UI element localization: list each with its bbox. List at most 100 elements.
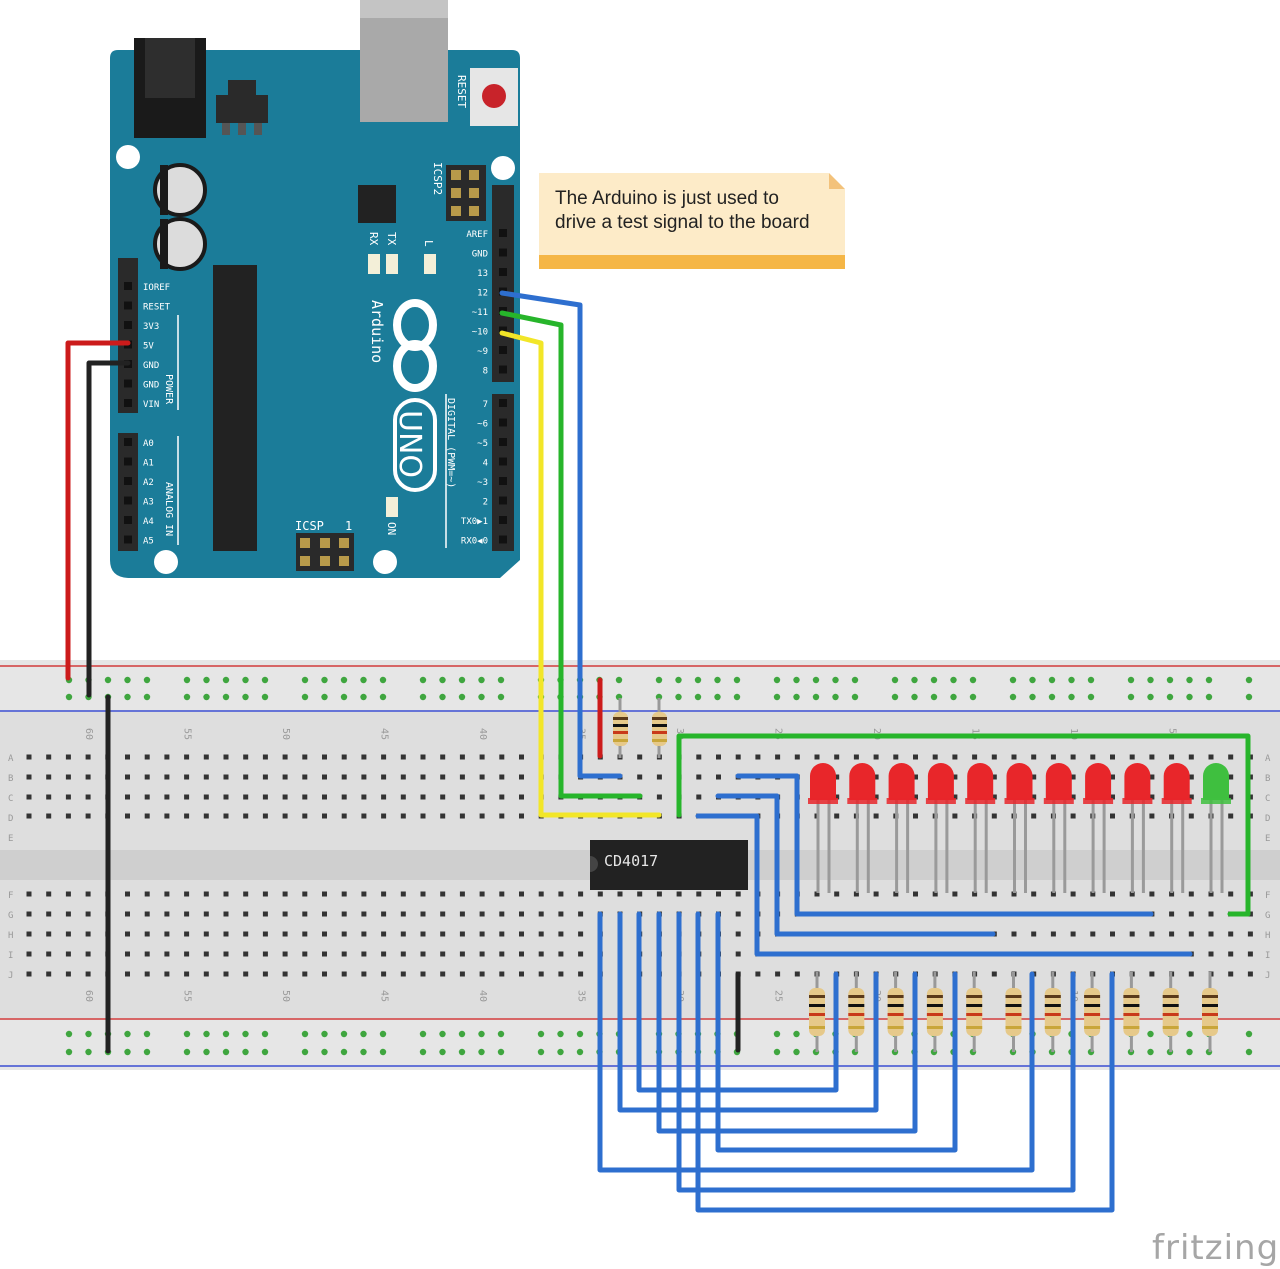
breadboard-hole: [341, 911, 347, 917]
header-pin: [499, 229, 507, 237]
breadboard-hole: [282, 931, 288, 937]
on-led: [386, 497, 398, 517]
breadboard-hole: [873, 774, 879, 780]
blue-wire: [597, 911, 1035, 1173]
breadboard-hole: [125, 774, 130, 780]
rail-hole: [714, 676, 721, 684]
breadboard-hole: [558, 951, 564, 957]
rail-hole: [183, 1048, 191, 1056]
digital-pin-label: ~6: [477, 420, 488, 430]
breadboard-hole: [381, 931, 387, 937]
breadboard-hole: [361, 794, 367, 800]
breadboard-hole: [361, 911, 367, 917]
resistor-band: [1123, 1004, 1140, 1007]
breadboard-hole: [794, 754, 800, 760]
resistor-band: [966, 1004, 983, 1007]
rail-hole: [793, 676, 800, 684]
breadboard-hole: [381, 891, 387, 897]
breadboard-hole: [243, 754, 249, 760]
rail-hole: [321, 676, 328, 684]
breadboard-hole: [696, 754, 702, 760]
rail-hole: [1147, 1030, 1154, 1038]
led-rim: [925, 798, 956, 804]
breadboard-hole: [1247, 931, 1253, 937]
resistor-band: [1162, 1013, 1179, 1016]
breadboard-hole: [223, 971, 229, 977]
rail-hole: [222, 676, 230, 684]
breadboard-hole: [262, 911, 268, 917]
breadboard-hole: [1169, 891, 1175, 897]
breadboard-hole: [1228, 951, 1234, 957]
rail-hole: [85, 1030, 92, 1038]
atmega-chip: [213, 265, 257, 551]
breadboard-hole: [322, 813, 327, 819]
row-letter: H: [8, 931, 13, 941]
rail-hole: [321, 1030, 328, 1038]
breadboard-hole: [203, 813, 209, 819]
resistor-band: [1005, 1004, 1022, 1007]
resistor-band: [1202, 1004, 1218, 1007]
breadboard-hole: [459, 971, 465, 977]
breadboard-hole: [952, 794, 958, 800]
rail-hole: [812, 676, 820, 684]
yellow-wire-pin10: [499, 330, 662, 818]
led-rim: [1083, 798, 1114, 804]
breadboard-hole: [125, 951, 130, 957]
breadboard-hole: [361, 971, 367, 977]
breadboard-hole: [420, 951, 426, 957]
usb-port: [360, 0, 448, 122]
row-letter: C: [8, 794, 13, 804]
breadboard-hole: [184, 813, 190, 819]
resistor-band: [1084, 995, 1101, 998]
rx-led: [368, 254, 380, 274]
breadboard-hole: [519, 911, 524, 917]
breadboard-hole: [85, 754, 91, 760]
breadboard-hole: [440, 911, 446, 917]
resistor-band: [809, 1026, 825, 1029]
rail-hole: [124, 1048, 131, 1056]
rail-hole: [1205, 693, 1213, 701]
header-pin: [499, 248, 507, 257]
rail-hole: [537, 1030, 545, 1038]
breadboard-hole: [499, 951, 505, 957]
rail-hole: [1245, 676, 1253, 684]
breadboard-hole: [479, 754, 485, 760]
breadboard-hole: [144, 931, 150, 937]
rail-hole: [458, 1030, 466, 1038]
rail-hole: [497, 676, 505, 684]
breadboard-hole: [65, 794, 71, 800]
mounting-hole: [373, 550, 397, 574]
breadboard-hole: [755, 754, 761, 760]
rail-hole: [793, 693, 800, 701]
resistor-band: [1123, 1013, 1140, 1016]
column-number: 55: [182, 990, 193, 1002]
breadboard-hole: [361, 931, 367, 937]
breadboard-hole: [440, 891, 446, 897]
red-led: [967, 763, 994, 800]
cd4017-chip: CD4017: [590, 840, 748, 890]
breadboard-hole: [184, 971, 190, 977]
digital-header-low: [492, 394, 514, 551]
rail-hole: [832, 693, 839, 701]
row-letter: D: [1265, 814, 1270, 824]
led-rim: [847, 798, 878, 804]
resistor-band: [1044, 1026, 1061, 1029]
breadboard-hole: [203, 774, 209, 780]
breadboard-hole: [282, 951, 288, 957]
rail-hole: [1068, 676, 1075, 684]
mounting-hole: [491, 156, 515, 180]
breadboard-hole: [262, 951, 268, 957]
rail-hole: [360, 693, 367, 701]
breadboard-hole: [519, 794, 524, 800]
rail-hole: [143, 676, 151, 684]
breadboard-hole: [991, 971, 997, 977]
reset-label: RESET: [455, 75, 468, 108]
rail-hole: [1009, 676, 1017, 684]
resistor-band: [1123, 1026, 1140, 1029]
breadboard-hole: [322, 774, 327, 780]
resistor-band: [887, 1013, 904, 1016]
breadboard-hole: [85, 931, 91, 937]
breadboard-hole: [26, 911, 32, 917]
breadboard-hole: [499, 774, 505, 780]
header-pin: [124, 535, 132, 544]
